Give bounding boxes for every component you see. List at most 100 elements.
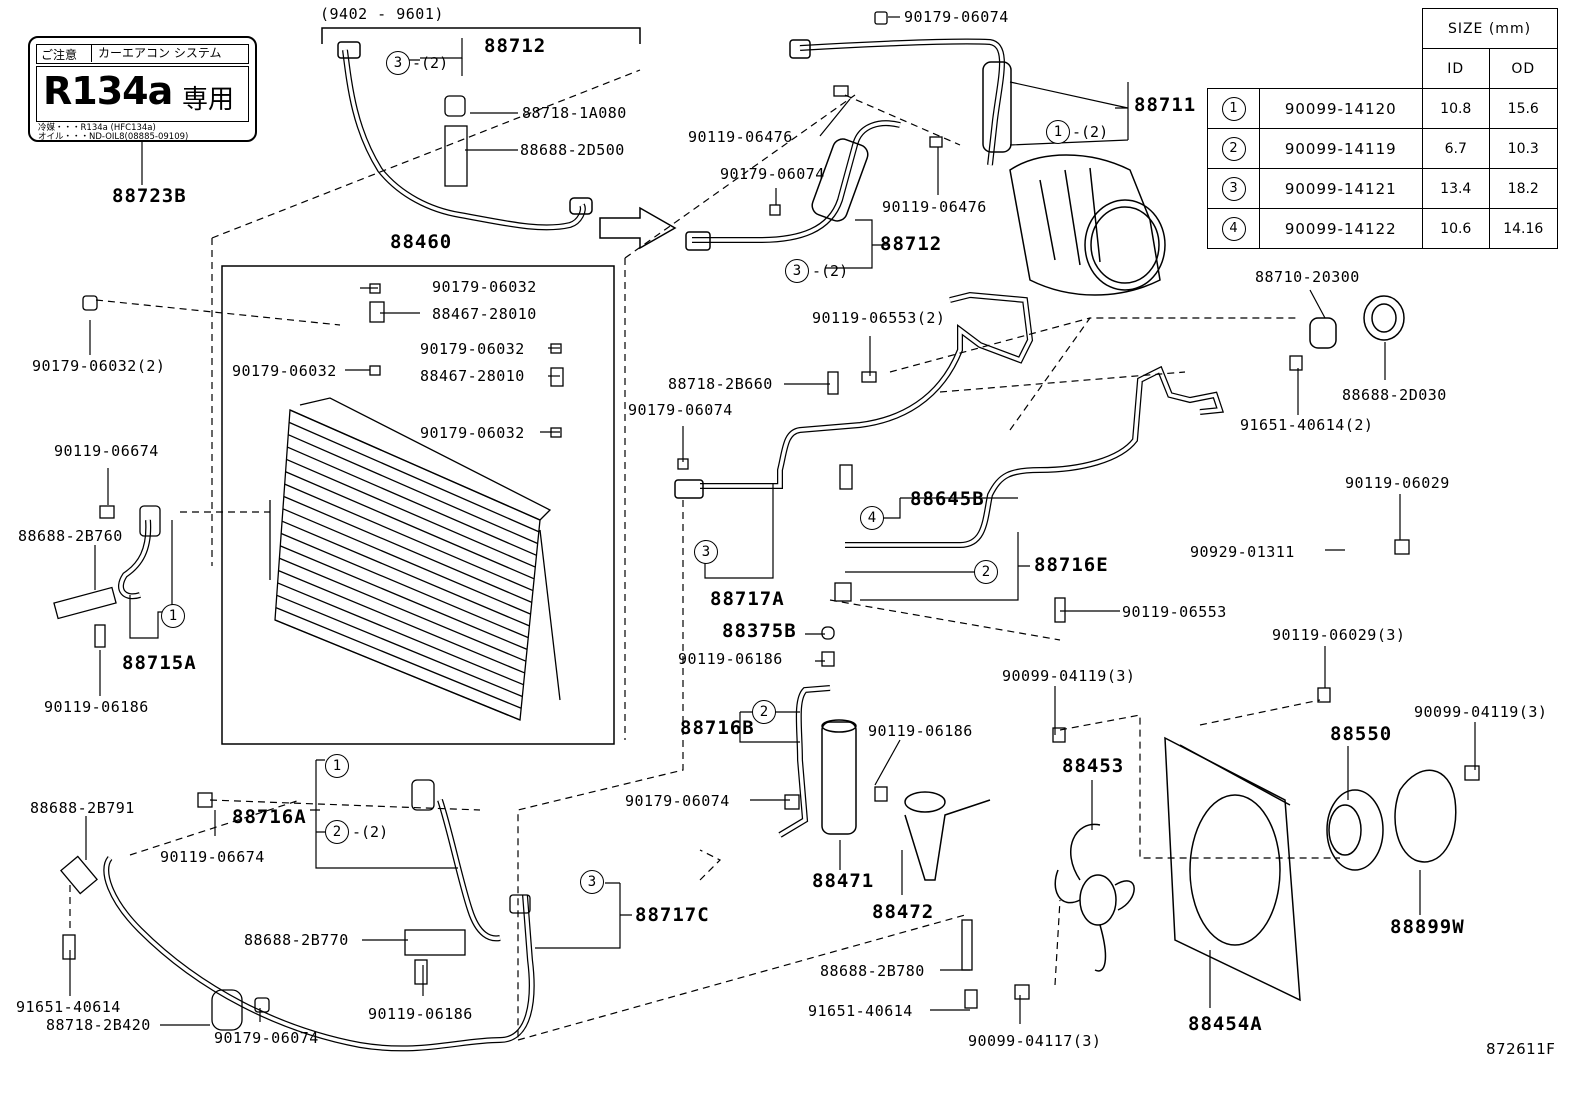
part-88711[interactable]: 88711: [1134, 94, 1197, 116]
part-91651-40614-2[interactable]: 91651-40614(2): [1240, 416, 1374, 434]
part-91651-40614-b[interactable]: 91651-40614: [808, 1002, 913, 1020]
refrigerant-caution-label: ご注意 カーエアコン システム R134a 専用 冷媒・・・R134a (HFC…: [28, 36, 257, 142]
part-88716b[interactable]: 88716B: [680, 717, 755, 739]
part-90099-04119-3b[interactable]: 90099-04119(3): [1414, 703, 1548, 721]
bracket-88472: [904, 791, 991, 881]
part-88453[interactable]: 88453: [1062, 755, 1125, 777]
row-id: 6.7: [1421, 128, 1490, 169]
part-90119-06553-2[interactable]: 90119-06553(2): [812, 309, 946, 327]
row-id: 13.4: [1421, 168, 1490, 209]
oring-mark: 1: [161, 604, 185, 628]
part-88718-2b420[interactable]: 88718-2B420: [46, 1016, 151, 1034]
part-90179-06074-d[interactable]: 90179-06074: [625, 792, 730, 810]
part-91651-40614-a[interactable]: 91651-40614: [16, 998, 121, 1016]
part-88716e[interactable]: 88716E: [1034, 554, 1109, 576]
part-90119-06186-a[interactable]: 90119-06186: [44, 698, 149, 716]
part-88550[interactable]: 88550: [1330, 723, 1393, 745]
part-90119-06186-b[interactable]: 90119-06186: [678, 650, 783, 668]
part-88688-2b760[interactable]: 88688-2B760: [18, 527, 123, 545]
part-90119-06553[interactable]: 90119-06553: [1122, 603, 1227, 621]
oring-qty: -(2): [812, 262, 849, 280]
part-90179-06032-2[interactable]: 90179-06032(2): [32, 357, 166, 375]
part-90179-06032-c[interactable]: 90179-06032: [420, 340, 525, 358]
part-90119-06029[interactable]: 90119-06029: [1345, 474, 1450, 492]
oring-mark: 3: [580, 870, 604, 894]
condenser-fin: [289, 409, 541, 521]
caution-line-1: 冷媒・・・R134a (HFC134a): [38, 123, 156, 133]
part-88460[interactable]: 88460: [390, 231, 453, 253]
oring-mark: 2: [752, 700, 776, 724]
part-88688-2d500[interactable]: 88688-2D500: [520, 141, 625, 159]
fitting: [337, 41, 361, 59]
part-90119-06029-3[interactable]: 90119-06029(3): [1272, 626, 1406, 644]
part-88715a[interactable]: 88715A: [122, 652, 197, 674]
size-title: SIZE (mm): [1421, 8, 1558, 49]
part-90119-06674-b[interactable]: 90119-06674: [160, 848, 265, 866]
part-90929-01311[interactable]: 90929-01311: [1190, 543, 1295, 561]
part-88712-mid[interactable]: 88712: [880, 233, 943, 255]
row-mark: 4: [1221, 216, 1246, 241]
part-90119-06186-d[interactable]: 90119-06186: [368, 1005, 473, 1023]
condenser-fin: [286, 458, 536, 568]
oring-mark: 1: [1046, 120, 1070, 144]
row-id: 10.6: [1421, 208, 1490, 249]
part-88717a[interactable]: 88717A: [710, 588, 785, 610]
condenser-fin: [281, 520, 530, 627]
part-88472[interactable]: 88472: [872, 901, 935, 923]
part-88716a[interactable]: 88716A: [232, 806, 307, 828]
row-mark: 1: [1221, 96, 1246, 121]
part-90099-04117-3[interactable]: 90099-04117(3): [968, 1032, 1102, 1050]
fan-blades: [1054, 823, 1135, 972]
part-88899w[interactable]: 88899W: [1390, 916, 1465, 938]
part-88723b[interactable]: 88723B: [112, 185, 187, 207]
part-90179-06074-c[interactable]: 90179-06074: [628, 401, 733, 419]
part-90119-06476-a[interactable]: 90119-06476: [688, 128, 793, 146]
part-88688-2b791[interactable]: 88688-2B791: [30, 799, 135, 817]
part-90179-06074-e[interactable]: 90179-06074: [214, 1029, 319, 1047]
part-88645b[interactable]: 88645B: [910, 488, 985, 510]
part-88467-28010-b[interactable]: 88467-28010: [420, 367, 525, 385]
part-88712-top[interactable]: 88712: [484, 35, 547, 57]
oring-mark: 3: [386, 51, 410, 75]
condenser-fin: [274, 619, 521, 721]
condenser-fin: [283, 495, 533, 603]
row-part: 90099-14122: [1259, 208, 1423, 249]
part-88375b[interactable]: 88375B: [722, 620, 797, 642]
part-90119-06476-b[interactable]: 90119-06476: [882, 198, 987, 216]
part-90179-06032-d[interactable]: 90179-06032: [420, 424, 525, 442]
part-88471[interactable]: 88471: [812, 870, 875, 892]
oring-mark: 3: [785, 259, 809, 283]
oring-mark: 3: [694, 540, 718, 564]
flow-arrow-icon: [599, 206, 677, 250]
table-row: 2 90099-14119 6.7 10.3: [1207, 128, 1558, 169]
part-90179-06074-top[interactable]: 90179-06074: [904, 8, 1009, 26]
gasket-88899w: [1394, 769, 1457, 863]
part-88467-28010-a[interactable]: 88467-28010: [432, 305, 537, 323]
part-90119-06674-a[interactable]: 90119-06674: [54, 442, 159, 460]
condenser-fin: [275, 607, 522, 709]
exclusive-text: 専用: [182, 85, 235, 115]
part-90179-06032-a[interactable]: 90179-06032: [432, 278, 537, 296]
col-id: ID: [1421, 48, 1490, 89]
part-88710-20300[interactable]: 88710-20300: [1255, 268, 1360, 286]
part-88688-2d030[interactable]: 88688-2D030: [1342, 386, 1447, 404]
part-88688-2b770[interactable]: 88688-2B770: [244, 931, 349, 949]
row-part: 90099-14119: [1259, 128, 1423, 169]
condenser-fin: [279, 557, 527, 662]
part-88718-2b660[interactable]: 88718-2B660: [668, 375, 773, 393]
figure-number: 872611F: [1486, 1040, 1556, 1058]
receiver-dryer: [821, 719, 857, 835]
part-90179-06074-b[interactable]: 90179-06074: [720, 165, 825, 183]
part-90179-06032-b[interactable]: 90179-06032: [232, 362, 337, 380]
caution-system: カーエアコン システム: [91, 44, 221, 62]
part-88717c[interactable]: 88717C: [635, 904, 710, 926]
part-90119-06186-c[interactable]: 90119-06186: [868, 722, 973, 740]
part-88718-1a080[interactable]: 88718-1A080: [522, 104, 627, 122]
caution-notice: ご注意: [41, 48, 78, 62]
row-od: 15.6: [1489, 88, 1558, 129]
part-88454a[interactable]: 88454A: [1188, 1013, 1263, 1035]
condenser-fin: [277, 582, 524, 686]
part-90099-04119-3a[interactable]: 90099-04119(3): [1002, 667, 1136, 685]
part-88688-2b780[interactable]: 88688-2B780: [820, 962, 925, 980]
